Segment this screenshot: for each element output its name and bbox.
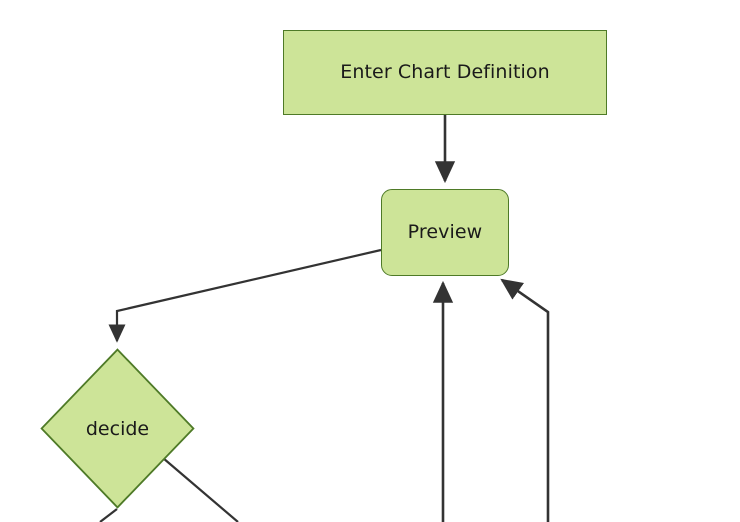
- node-label-decide: decide: [85, 417, 150, 440]
- node-decide[interactable]: decide: [40, 348, 195, 509]
- node-enter-chart-definition[interactable]: Enter Chart Definition: [283, 30, 607, 115]
- edge-decide-down-right: [162, 457, 239, 522]
- node-label-preview: Preview: [407, 221, 483, 243]
- decide-diamond-shape: [40, 348, 195, 509]
- edge-preview-to-decide: [108, 248, 382, 343]
- edge-decide-down-left: [99, 508, 118, 522]
- edge-offscreen-right-to-preview: [500, 278, 550, 522]
- node-label-enter-chart-definition: Enter Chart Definition: [340, 61, 550, 83]
- node-preview[interactable]: Preview: [381, 189, 509, 276]
